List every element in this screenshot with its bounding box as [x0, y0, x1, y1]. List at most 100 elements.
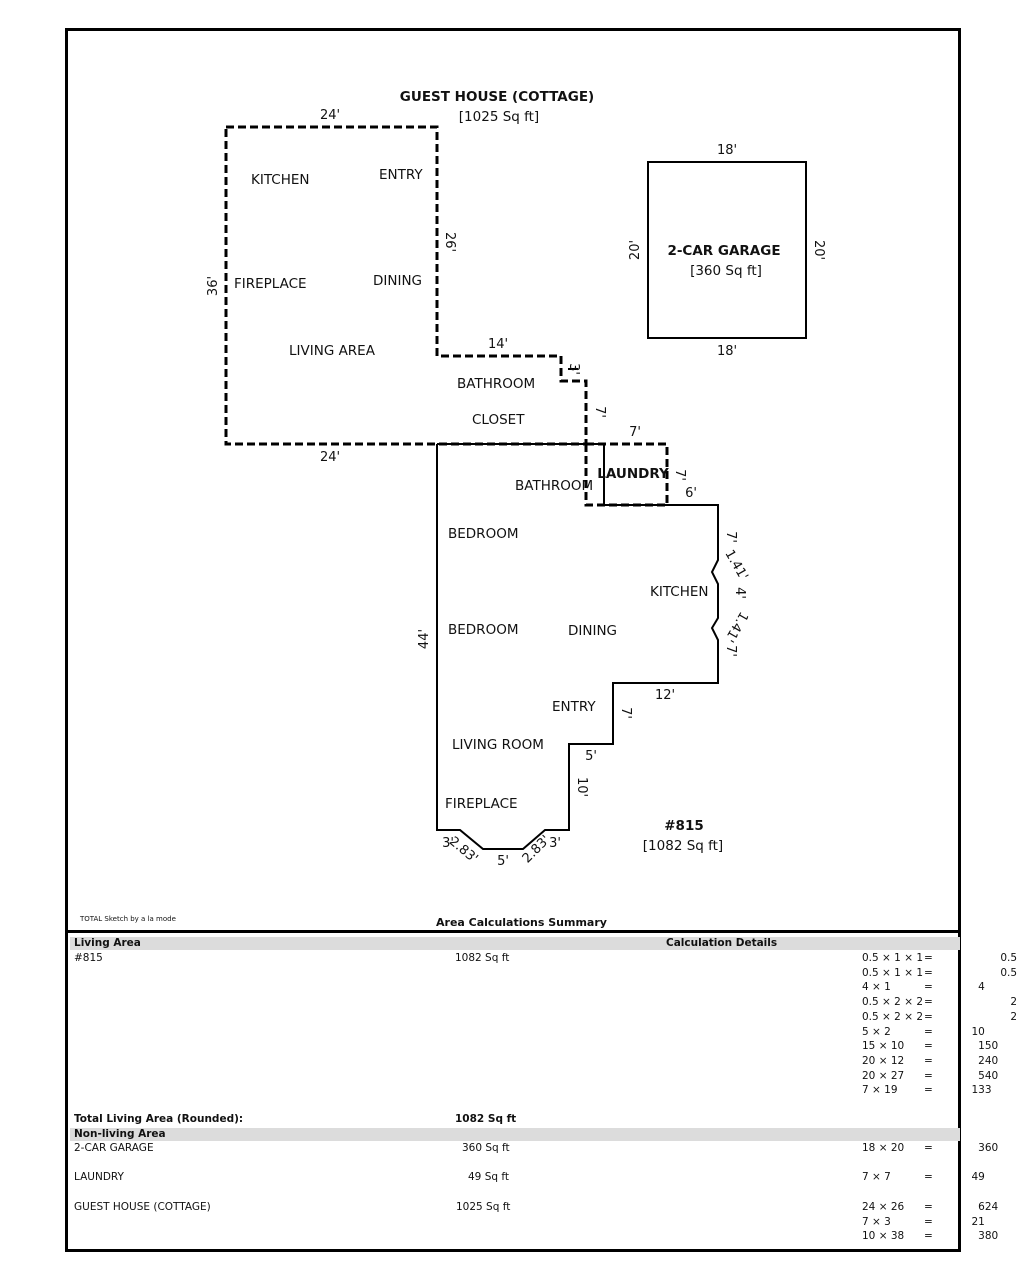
- mh-room-bedroom-1: BEDROOM: [448, 526, 518, 542]
- floor-plan-sketch: GUEST HOUSE (COTTAGE) [1025 Sq ft] KITCH…: [206, 89, 826, 869]
- gh-dim-bottom: 24': [320, 450, 340, 465]
- mh-dim-laundry-bottom: 6': [685, 486, 697, 501]
- calc-equals: =: [924, 1010, 933, 1023]
- calc-result: 540: [978, 1069, 999, 1082]
- calc-result: 2: [1010, 1010, 1018, 1023]
- calc-result: 0.5: [1000, 952, 1018, 964]
- calc-result: 150: [978, 1040, 999, 1053]
- garage-dim-bottom: 18': [717, 344, 737, 359]
- living-row-name: #815: [74, 952, 103, 964]
- calc-result: 21: [971, 1215, 985, 1228]
- non-living-header-bar: [70, 1128, 960, 1141]
- gh-dim-closet: 7': [592, 406, 607, 418]
- calc-equals: =: [924, 966, 933, 979]
- non-living-calc-row: 18 × 20=360: [862, 1142, 998, 1154]
- main-house-outline: [436, 443, 719, 850]
- gh-dim-left: 36': [206, 276, 221, 296]
- living-calc-row: 5 × 2 = 10: [862, 1025, 985, 1038]
- mh-room-bathroom: BATHROOM: [515, 478, 593, 494]
- gh-dim-notch: 3': [566, 363, 581, 375]
- nl-row-name-laundry: LAUNDRY: [74, 1171, 124, 1183]
- calc-equals: =: [924, 1142, 933, 1154]
- calc-result: 360: [978, 1142, 999, 1154]
- calc-equals: =: [924, 952, 933, 964]
- calc-result: 2: [1010, 996, 1018, 1009]
- guest-house-title: GUEST HOUSE (COTTAGE): [400, 89, 594, 105]
- calc-result: 10: [971, 1025, 985, 1038]
- calc-expression: 0.5 × 1 × 1: [862, 952, 924, 964]
- living-calc-row: 0.5 × 2 × 2= 2: [862, 1010, 1017, 1023]
- mh-dim-bay-2: 1.41': [721, 609, 750, 645]
- mh-room-living-room: LIVING ROOM: [452, 737, 544, 753]
- calc-expression: 0.5 × 1 × 1: [862, 966, 924, 979]
- calc-expression: 5 × 2: [862, 1025, 891, 1038]
- nl-row-area-laundry: 49 Sq ft: [468, 1171, 509, 1183]
- calc-result: 49: [971, 1171, 985, 1183]
- non-living-calc-row: 10 × 38=380: [862, 1230, 998, 1242]
- mh-dim-left: 44': [417, 629, 432, 649]
- calc-expression: 7 × 7: [862, 1171, 891, 1183]
- gh-room-fireplace: FIREPLACE: [234, 276, 307, 292]
- laundry-title: LAUNDRY: [597, 466, 669, 482]
- calc-equals: =: [924, 1069, 933, 1082]
- calc-equals: =: [924, 1040, 933, 1053]
- living-calc-row: 15 × 10 = 150: [862, 1040, 998, 1053]
- mh-dim-bottom-right: 3': [549, 836, 561, 851]
- calc-details-header: Calculation Details: [666, 937, 778, 949]
- calc-result: 0.5: [1000, 966, 1018, 979]
- calc-expression: 15 × 10: [862, 1040, 905, 1053]
- garage-title: 2-CAR GARAGE: [667, 243, 780, 259]
- garage-dim-right: 20': [811, 240, 826, 260]
- calc-expression: 7 × 19: [862, 1084, 898, 1097]
- calc-expression: 4 × 1: [862, 981, 891, 994]
- calc-expression: 10 × 38: [862, 1230, 905, 1242]
- calc-expression: 20 × 27: [862, 1069, 905, 1082]
- calc-result: 624: [978, 1201, 999, 1213]
- calc-result: 240: [978, 1054, 999, 1067]
- garage-outline: [647, 161, 807, 339]
- calc-equals: =: [924, 996, 933, 1009]
- guest-house-outline: [224, 125, 588, 446]
- gh-room-closet: CLOSET: [472, 412, 525, 428]
- nl-row-area-guest-house: 1025 Sq ft: [456, 1201, 511, 1213]
- living-calc-row: 0.5 × 1 × 1= 0.5: [862, 952, 1017, 964]
- living-calc-row: 20 × 27 = 540: [862, 1069, 998, 1082]
- non-living-calc-row: 24 × 26=624: [862, 1201, 998, 1213]
- page-frame: [65, 28, 961, 1252]
- mh-title: #815: [664, 818, 704, 834]
- living-area-header: Living Area: [74, 937, 141, 949]
- living-calc-row: 0.5 × 1 × 1= 0.5: [862, 966, 1017, 979]
- calc-expression: 24 × 26: [862, 1201, 905, 1213]
- calc-result: 133: [971, 1084, 992, 1097]
- mh-dim-side-10: 10': [574, 777, 589, 797]
- total-living-value: 1082 Sq ft: [455, 1113, 517, 1125]
- gh-room-kitchen: KITCHEN: [251, 172, 310, 188]
- laundry-dim-right: 7': [672, 469, 687, 481]
- calc-equals: =: [924, 1171, 933, 1183]
- calc-equals: =: [924, 1054, 933, 1067]
- guest-house-area: [1025 Sq ft]: [459, 109, 539, 125]
- garage-dim-top: 18': [717, 143, 737, 158]
- mh-dim-step-top: 12': [655, 688, 675, 703]
- mh-dim-bay-1: 1.41': [721, 547, 750, 583]
- living-calc-row: 7 × 19=133: [862, 1084, 992, 1097]
- garage-dim-left: 20': [628, 240, 643, 260]
- nl-row-area-garage: 360 Sq ft: [462, 1142, 510, 1154]
- gh-room-dining: DINING: [373, 273, 422, 289]
- gh-dim-top: 24': [320, 108, 340, 123]
- living-calc-row: 20 × 12=240: [862, 1055, 998, 1067]
- living-calc-row: 4 × 1=4: [862, 981, 985, 994]
- nl-row-name-guest-house: GUEST HOUSE (COTTAGE): [74, 1201, 211, 1213]
- mh-dim-bay-mid: 4': [732, 587, 747, 599]
- mh-dim-bottom-left: 3': [442, 836, 454, 851]
- calc-expression: 0.5 × 2 × 2: [862, 1010, 924, 1023]
- mh-area: [1082 Sq ft]: [643, 838, 723, 854]
- calc-equals: =: [924, 981, 933, 994]
- calc-equals: =: [924, 1025, 933, 1038]
- sketch-credit: TOTAL Sketch by a la mode: [80, 915, 176, 923]
- living-area-header-bar: [70, 937, 960, 950]
- calc-equals: =: [924, 1230, 933, 1242]
- mh-dim-right-2: 7': [723, 645, 738, 657]
- laundry-dim-top: 7': [629, 425, 641, 440]
- total-living-label: Total Living Area (Rounded):: [74, 1113, 244, 1125]
